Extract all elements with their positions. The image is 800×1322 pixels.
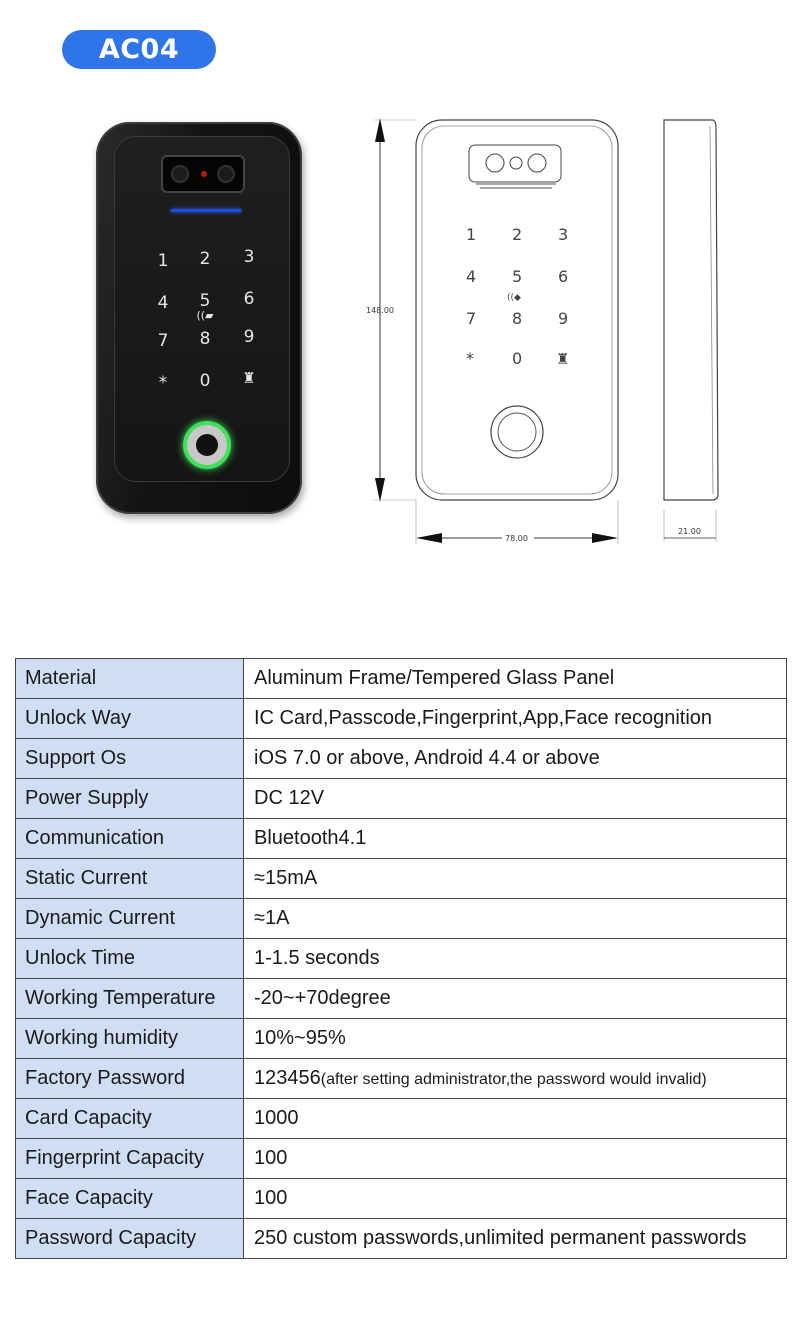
device-key: 9 [243, 327, 255, 347]
table-row: Working Temperature -20~+70degree [15, 978, 787, 1019]
spec-label: Material [15, 658, 244, 699]
camera-lens-icon [171, 165, 189, 183]
device-key: 0 [199, 371, 211, 391]
spec-note: (after setting administrator,the passwor… [320, 1071, 707, 1088]
device-key: 7 [157, 331, 169, 351]
table-row: Password Capacity 250 custom passwords,u… [15, 1218, 787, 1259]
doorbell-icon: ♜ [242, 369, 256, 387]
device-key: 6 [243, 289, 255, 309]
device-key: 1 [157, 251, 169, 271]
table-row: Working humidity 10%~95% [15, 1018, 787, 1059]
spec-value: 123456 [254, 1067, 321, 1089]
device-key: 5 [199, 291, 211, 311]
spec-label: Working Temperature [15, 978, 244, 1019]
spec-value: Aluminum Frame/Tempered Glass Panel [243, 658, 787, 699]
table-row: Dynamic Current ≈1A [15, 898, 787, 939]
spec-label: Support Os [15, 738, 244, 779]
table-row: Unlock Way IC Card,Passcode,Fingerprint,… [15, 698, 787, 739]
table-row: Power Supply DC 12V [15, 778, 787, 819]
drawing-key: 9 [558, 309, 568, 328]
drawing-key: * [466, 349, 474, 368]
spec-label: Password Capacity [15, 1218, 244, 1259]
device-frame [96, 122, 302, 514]
drawing-key: 1 [466, 225, 476, 244]
device-key: 2 [199, 249, 211, 269]
spec-value: 1000 [243, 1098, 787, 1139]
table-row: Card Capacity 1000 [15, 1098, 787, 1139]
model-badge: AC04 [62, 30, 216, 69]
spec-label: Communication [15, 818, 244, 859]
camera-indicator-icon [201, 171, 207, 177]
spec-label: Fingerprint Capacity [15, 1138, 244, 1179]
fingerprint-sensor-icon [183, 421, 231, 469]
spec-value-cell: 123456(after setting administrator,the p… [243, 1058, 787, 1099]
drawing-key: 3 [558, 225, 568, 244]
depth-dimension: 21.00 [678, 527, 701, 536]
device-key: 4 [157, 293, 169, 313]
table-row: Communication Bluetooth4.1 [15, 818, 787, 859]
drawing-key: 6 [558, 267, 568, 286]
status-light [171, 209, 241, 212]
table-row: Factory Password 123456(after setting ad… [15, 1058, 787, 1099]
drawing-key: 4 [466, 267, 476, 286]
dimension-drawing: 148.00 1 2 3 4 5 6 ((◆ 7 8 9 * 0 ♜ 78.00… [366, 118, 719, 544]
spec-label: Face Capacity [15, 1178, 244, 1219]
spec-label: Working humidity [15, 1018, 244, 1059]
table-row: Fingerprint Capacity 100 [15, 1138, 787, 1179]
device-key: * [158, 373, 168, 393]
spec-value: 1-1.5 seconds [243, 938, 787, 979]
spec-value: 100 [243, 1138, 787, 1179]
spec-value: DC 12V [243, 778, 787, 819]
spec-label: Factory Password [15, 1058, 244, 1099]
camera-module [161, 155, 245, 193]
nfc-icon: ((◆ [507, 293, 521, 303]
spec-value: -20~+70degree [243, 978, 787, 1019]
device-photo: 1 2 3 4 5 6 ((▰ 7 8 9 * 0 ♜ [96, 122, 302, 514]
spec-label: Static Current [15, 858, 244, 899]
spec-label: Unlock Way [15, 698, 244, 739]
spec-value: 250 custom passwords,unlimited permanent… [243, 1218, 787, 1259]
spec-value: ≈1A [243, 898, 787, 939]
drawing-key: 5 [512, 267, 522, 286]
spec-label: Dynamic Current [15, 898, 244, 939]
table-row: Support Os iOS 7.0 or above, Android 4.4… [15, 738, 787, 779]
spec-label: Power Supply [15, 778, 244, 819]
table-row: Face Capacity 100 [15, 1178, 787, 1219]
device-key: 3 [243, 247, 255, 267]
spec-value: 10%~95% [243, 1018, 787, 1059]
camera-lens-icon [217, 165, 235, 183]
drawing-key: 8 [512, 309, 522, 328]
width-dimension: 78.00 [505, 534, 528, 543]
device-panel: 1 2 3 4 5 6 ((▰ 7 8 9 * 0 ♜ [114, 136, 290, 482]
spec-value: IC Card,Passcode,Fingerprint,App,Face re… [243, 698, 787, 739]
spec-label: Unlock Time [15, 938, 244, 979]
nfc-icon: ((▰ [196, 309, 214, 322]
height-dimension: 148.00 [366, 306, 394, 315]
spec-value: iOS 7.0 or above, Android 4.4 or above [243, 738, 787, 779]
drawing-key: 2 [512, 225, 522, 244]
drawing-key: 7 [466, 309, 476, 328]
drawing-key: 0 [512, 349, 522, 368]
device-key: 8 [199, 329, 211, 349]
spec-value: Bluetooth4.1 [243, 818, 787, 859]
spec-label: Card Capacity [15, 1098, 244, 1139]
spec-value: ≈15mA [243, 858, 787, 899]
spec-value: 100 [243, 1178, 787, 1219]
doorbell-icon: ♜ [556, 350, 569, 368]
table-row: Material Aluminum Frame/Tempered Glass P… [15, 658, 787, 699]
table-row: Static Current ≈15mA [15, 858, 787, 899]
specifications-table: Material Aluminum Frame/Tempered Glass P… [15, 658, 787, 1259]
table-row: Unlock Time 1-1.5 seconds [15, 938, 787, 979]
